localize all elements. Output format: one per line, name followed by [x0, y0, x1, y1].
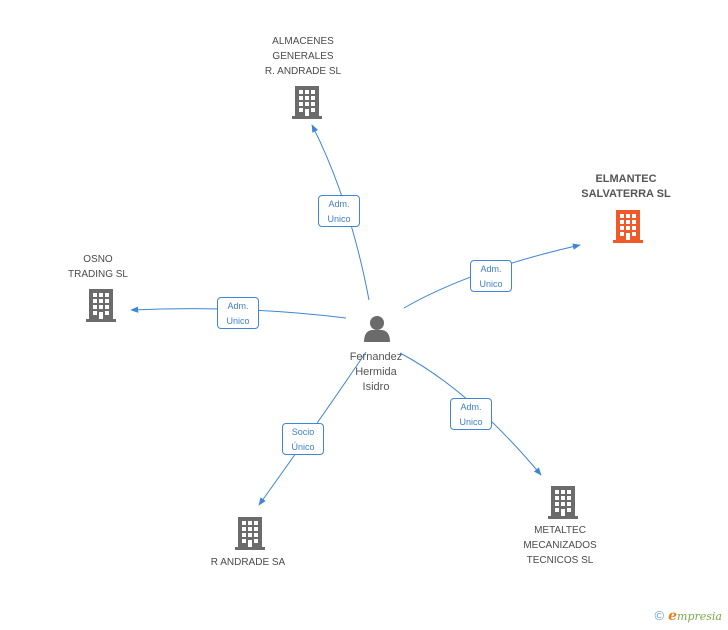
node-label-almacenes[interactable]: ALMACENES GENERALES R. ANDRADE SL [248, 34, 358, 79]
node-label-metaltec[interactable]: METALTEC MECANIZADOS TECNICOS SL [508, 523, 612, 568]
node-label-line: R ANDRADE SA [210, 557, 286, 568]
edge-label-osno[interactable]: Adm. Unico [217, 297, 259, 329]
building-icon-elmantec[interactable] [613, 208, 645, 244]
person-name-label[interactable]: Fernandez Hermida Isidro [326, 350, 426, 395]
copyright-icon: © [654, 608, 665, 623]
node-label-randrade[interactable]: R ANDRADE SA [196, 555, 300, 570]
person-name-line: Isidro [362, 381, 390, 393]
edge-label-line: Unico [459, 417, 483, 427]
edge-label-line: Único [291, 442, 315, 452]
edge-label-elmantec[interactable]: Adm. Unico [470, 260, 512, 292]
edge-label-line: Adm. [460, 402, 482, 412]
node-label-line: OSNO [83, 254, 113, 265]
edge-label-randrade[interactable]: Socio Único [282, 423, 324, 455]
node-label-line: TRADING SL [67, 269, 128, 280]
person-name-line: Hermida [355, 366, 397, 378]
edge-label-line: Socio [291, 427, 315, 437]
node-label-line: SALVATERRA SL [581, 188, 671, 200]
edge-label-line: Adm. [480, 264, 502, 274]
node-label-line: METALTEC [534, 525, 586, 536]
building-icon-osno[interactable] [86, 287, 118, 323]
node-label-elmantec[interactable]: ELMANTEC SALVATERRA SL [566, 172, 686, 202]
node-label-line: GENERALES [272, 51, 334, 62]
edge-label-line: Adm. [328, 199, 350, 209]
person-name-line: Fernandez [349, 351, 403, 363]
building-icon-metaltec[interactable] [548, 484, 580, 520]
edge-label-almacenes[interactable]: Adm. Unico [318, 195, 360, 227]
node-label-line: ALMACENES [272, 36, 334, 47]
brand-initial: e [668, 608, 678, 624]
building-icon-randrade[interactable] [235, 515, 267, 551]
edge-label-line: Unico [226, 316, 250, 326]
edge-label-metaltec[interactable]: Adm. Unico [450, 398, 492, 430]
edge-label-line: Unico [327, 214, 351, 224]
edge-label-line: Adm. [227, 301, 249, 311]
node-label-line: MECANIZADOS [523, 540, 597, 551]
edge-label-line: Unico [479, 279, 503, 289]
node-label-line: R. ANDRADE SL [264, 66, 342, 77]
brand-footer: ©empresia [655, 608, 722, 624]
node-label-osno[interactable]: OSNO TRADING SL [48, 252, 148, 282]
node-label-line: ELMANTEC [595, 173, 657, 185]
node-label-line: TECNICOS SL [526, 555, 594, 566]
person-icon[interactable] [364, 316, 390, 342]
brand-name: mpresia [677, 610, 722, 623]
building-icon-almacenes[interactable] [292, 84, 324, 120]
